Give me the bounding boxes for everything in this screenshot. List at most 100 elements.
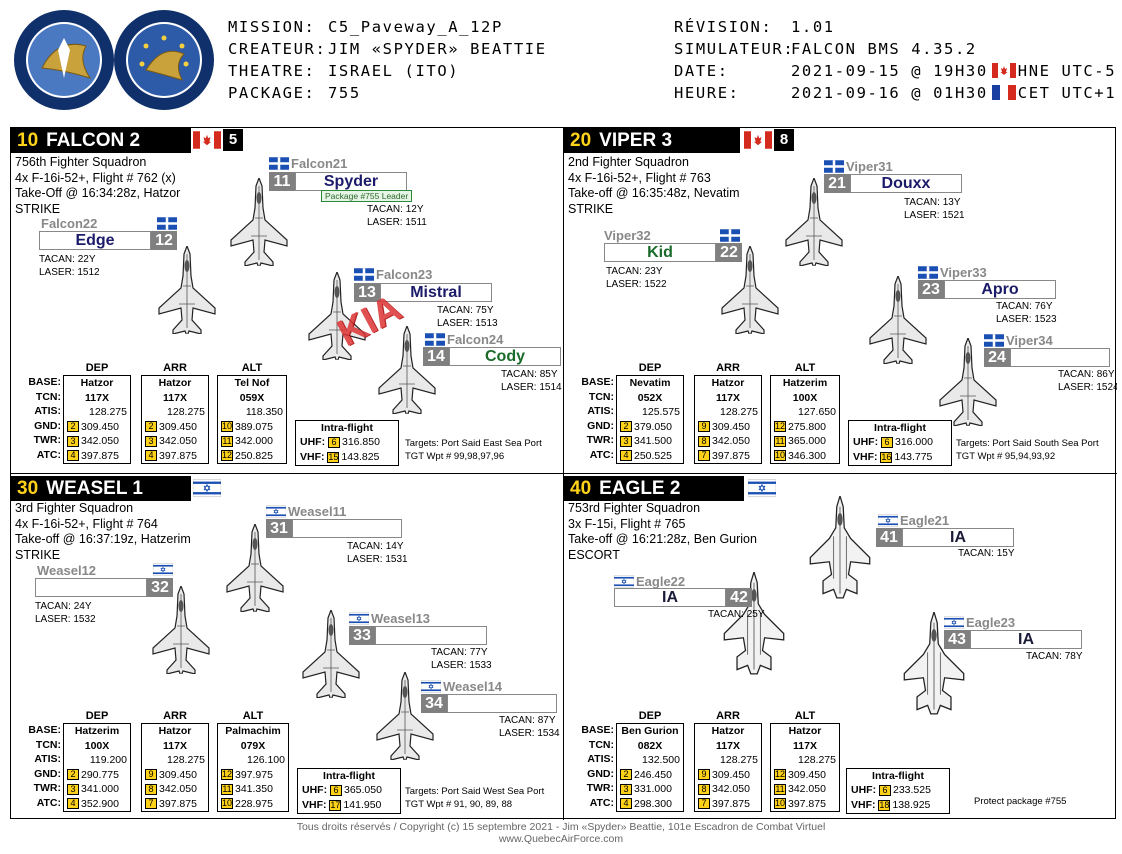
board-number: 24 — [984, 348, 1010, 367]
board-number: 32 — [147, 578, 173, 597]
package-line: PACKAGE:755 — [228, 84, 361, 102]
callsign-label: Weasel12 — [37, 563, 97, 578]
quebec-flag-icon — [984, 334, 1004, 347]
callsign-label: Eagle22 — [636, 574, 686, 589]
callsign-label: Eagle23 — [966, 615, 1016, 630]
squadron-logo-right — [114, 10, 214, 110]
pilot-name: IA — [614, 588, 726, 607]
canada-flag-icon — [991, 63, 1016, 78]
callsign-label: Falcon22 — [41, 216, 98, 231]
board-number: 12 — [151, 231, 177, 250]
pilot-name: Kid — [604, 243, 716, 262]
pilot-name — [447, 694, 557, 713]
squadron-logo-left — [14, 10, 114, 110]
quebec-flag-icon — [918, 266, 938, 279]
callsign-label: Falcon21 — [291, 156, 348, 171]
quebec-flag-icon — [824, 160, 844, 173]
callsign-label: Viper32 — [604, 228, 651, 243]
pilot-name — [35, 578, 147, 597]
board-number: 33 — [349, 626, 375, 645]
pilot-name — [292, 519, 402, 538]
footer: Tous droits réservés / Copyright (c) 15 … — [0, 821, 1122, 845]
mission-line: MISSION:C5_Paveway_A_12P — [228, 18, 503, 36]
row-labels: BASE:TCN:ATIS:GND:TWR:ATC: — [581, 724, 614, 809]
row-labels: BASE:TCN:ATIS:GND:TWR:ATC: — [28, 376, 61, 461]
callsign-label: Viper34 — [1006, 333, 1053, 348]
pilot-name: IA — [902, 528, 1014, 547]
board-number: 42 — [726, 588, 752, 607]
pilot-name: Spyder — [295, 172, 407, 191]
simulateur-line: SIMULATEUR:FALCON BMS 4.35.2 — [674, 40, 977, 58]
website-link[interactable]: www.QuebecAirForce.com — [498, 833, 624, 845]
quebec-flag-icon — [157, 217, 177, 230]
board-number: 31 — [266, 519, 292, 538]
israel-flag-icon — [153, 563, 173, 576]
board-number: 41 — [876, 528, 902, 547]
quebec-flag-icon — [720, 229, 740, 242]
israel-flag-icon — [421, 680, 441, 693]
theatre-line: THEATRE:ISRAEL (ITO) — [228, 62, 460, 80]
quebec-flag-icon — [354, 268, 374, 281]
package-leader-tag: Package #755 Leader — [321, 190, 413, 202]
callsign-label: Weasel13 — [371, 611, 431, 626]
pilot-name: Apro — [944, 280, 1056, 299]
canada-flag-icon — [193, 131, 221, 149]
board-number: 23 — [918, 280, 944, 299]
board-number: 14 — [423, 347, 449, 366]
pilot-name: Cody — [449, 347, 561, 366]
targets: Protect package #755 — [974, 796, 1067, 807]
board-number: 34 — [421, 694, 447, 713]
canada-flag-icon — [744, 131, 772, 149]
tacan-label: TACAN: 15Y — [958, 548, 1015, 559]
israel-flag-icon — [748, 478, 776, 498]
f16-icon — [158, 246, 216, 334]
row-labels: BASE:TCN:ATIS:GND:TWR:ATC: — [28, 724, 61, 809]
quebec-flag-icon — [425, 333, 445, 346]
pilot-name — [375, 626, 487, 645]
callsign-label: Viper31 — [846, 159, 893, 174]
createur-line: CREATEUR:JIM «SPYDER» BEATTIE — [228, 40, 547, 58]
tacan-label: TACAN: 78Y — [1026, 651, 1083, 662]
israel-flag-icon — [349, 612, 369, 625]
flight-count: 8 — [774, 129, 794, 151]
copyright-text: Tous droits réservés / Copyright (c) 15 … — [296, 821, 826, 833]
israel-flag-icon — [878, 514, 898, 527]
board-number: 22 — [716, 243, 742, 262]
board-number: 43 — [944, 630, 970, 649]
pilot-name: IA — [970, 630, 1082, 649]
pilot-name — [1010, 348, 1110, 367]
pilot-name: Edge — [39, 231, 151, 250]
f16-icon — [230, 178, 288, 266]
callsign-label: Viper33 — [940, 265, 987, 280]
